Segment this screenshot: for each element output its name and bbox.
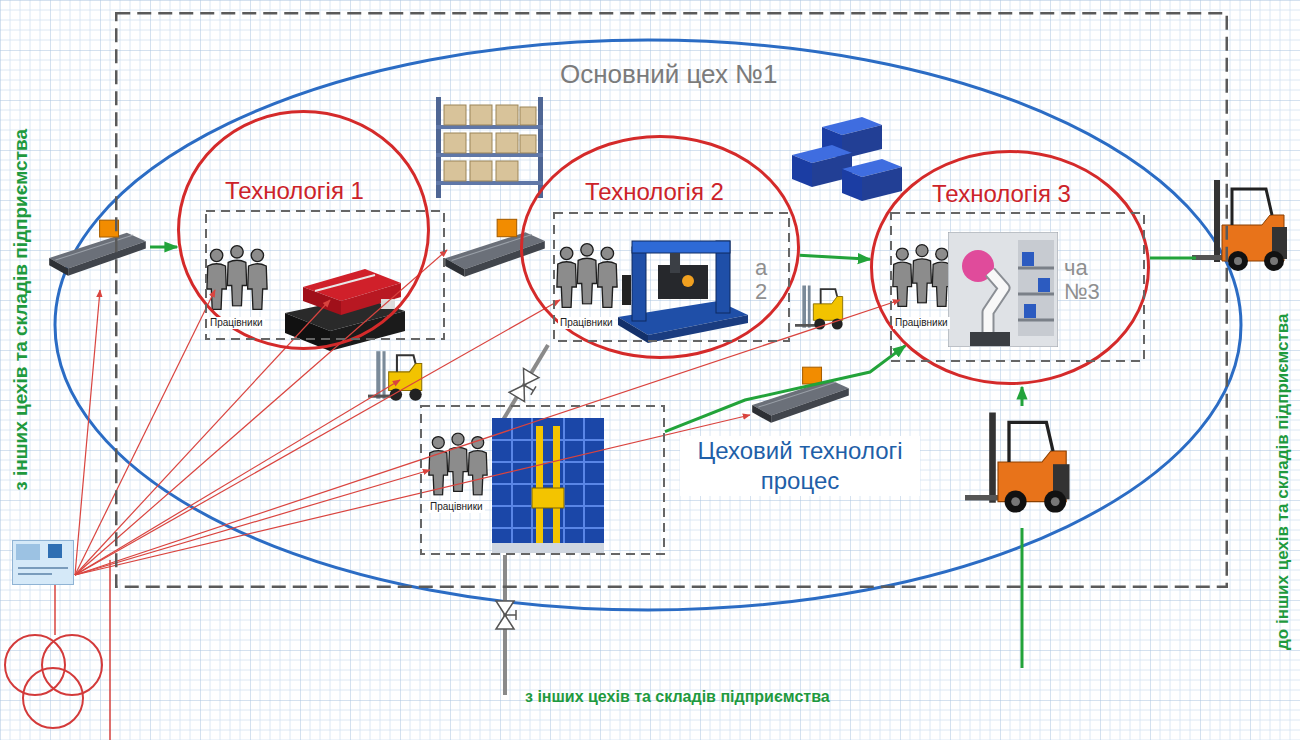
work-area-box: Працівники а 2 (553, 212, 790, 342)
power-line (109, 560, 111, 740)
transformer-symbol (5, 635, 102, 728)
switchboard-icon (13, 541, 74, 585)
material-flow-arrow (1150, 257, 1196, 260)
workshop-title: Основний цех №1 (560, 60, 778, 90)
forklift-icon (965, 413, 1070, 513)
workers-caption: Працівники (428, 501, 485, 513)
power-line (75, 300, 330, 575)
power-line (54, 585, 56, 635)
technology-ellipse: Технологія 3 Працівники ча №3 (870, 150, 1150, 385)
transformer-symbol (23, 668, 83, 728)
dashed-outline (206, 211, 444, 339)
shelving-icon (436, 97, 543, 198)
dashed-outline (116, 13, 1227, 587)
dashed-outline (554, 213, 789, 341)
equipment-icons (13, 97, 1288, 585)
crates-icon (792, 117, 902, 201)
ellipse-outline (522, 137, 799, 358)
power-line (75, 380, 400, 575)
workers-icon (893, 245, 951, 307)
power-line (75, 250, 447, 575)
material-flow-arrow (1021, 528, 1024, 668)
technology-ellipse: Технологія 2 Працівники а 2 (520, 135, 800, 359)
material-flow-arrow (1021, 387, 1024, 406)
storage-area-box: Працівники (420, 405, 665, 555)
workshop-boundary: Основний цех №1Технологія 1ПрацівникиТех… (115, 12, 1228, 588)
power-line (75, 415, 750, 575)
technology-heading: Технологія 1 (225, 177, 364, 205)
area-number: ча №3 (1064, 256, 1100, 304)
conveyor-icon (49, 220, 146, 276)
flow-direction-label: з інших цехів та складів підприємства (10, 129, 32, 491)
technology-heading: Технологія 3 (932, 180, 1071, 208)
forklift-icon (1192, 180, 1287, 271)
process-label: Цеховий технологі процес (680, 436, 920, 496)
ellipse-outline (872, 152, 1149, 384)
valve-symbol (496, 601, 516, 629)
technology-heading: Технологія 2 (585, 178, 724, 206)
flow-direction-label: до інших цехів та складів підприємства (1273, 314, 1293, 650)
workers-icon (557, 244, 617, 308)
workshop-ellipse (55, 40, 1241, 610)
work-area-box: Працівники ча №3 (890, 212, 1145, 362)
ellipse-outline (179, 112, 429, 349)
workers-icon (207, 246, 267, 310)
dashed-outline (421, 406, 664, 554)
workers-icon (429, 433, 487, 495)
power-line (75, 470, 430, 575)
technology-ellipse: Технологія 1 Працівники (177, 110, 430, 350)
material-flow-arrow (800, 255, 871, 259)
storage-rack-icon (492, 418, 604, 553)
robot-cell-icon (948, 232, 1058, 347)
pipe-line (500, 345, 548, 425)
dashed-outline (891, 213, 1144, 361)
material-flow-arrow (150, 246, 177, 249)
dashed-outline (890, 212, 1145, 362)
workers-caption: Працівники (893, 317, 950, 329)
dashed-outline (420, 405, 665, 555)
small-forklift-icon (795, 286, 843, 330)
conveyor-icon (445, 219, 545, 276)
area-number: а 2 (755, 256, 767, 304)
valve-symbol (509, 368, 541, 402)
work-area-box: Працівники (205, 210, 445, 340)
ellipse-outline (177, 110, 430, 350)
flow-direction-label: з інших цехів та складів підприємства (525, 688, 830, 706)
workers-caption: Працівники (208, 317, 265, 329)
assembly-machine-icon (618, 241, 748, 343)
workers-caption: Працівники (558, 317, 615, 329)
transformer-symbol (42, 635, 102, 695)
power-line (75, 290, 215, 575)
material-flow-arrow (665, 346, 905, 432)
dashed-outline (115, 12, 1228, 588)
material-flow-arrow (150, 247, 1196, 668)
transformer-symbol (5, 635, 65, 695)
